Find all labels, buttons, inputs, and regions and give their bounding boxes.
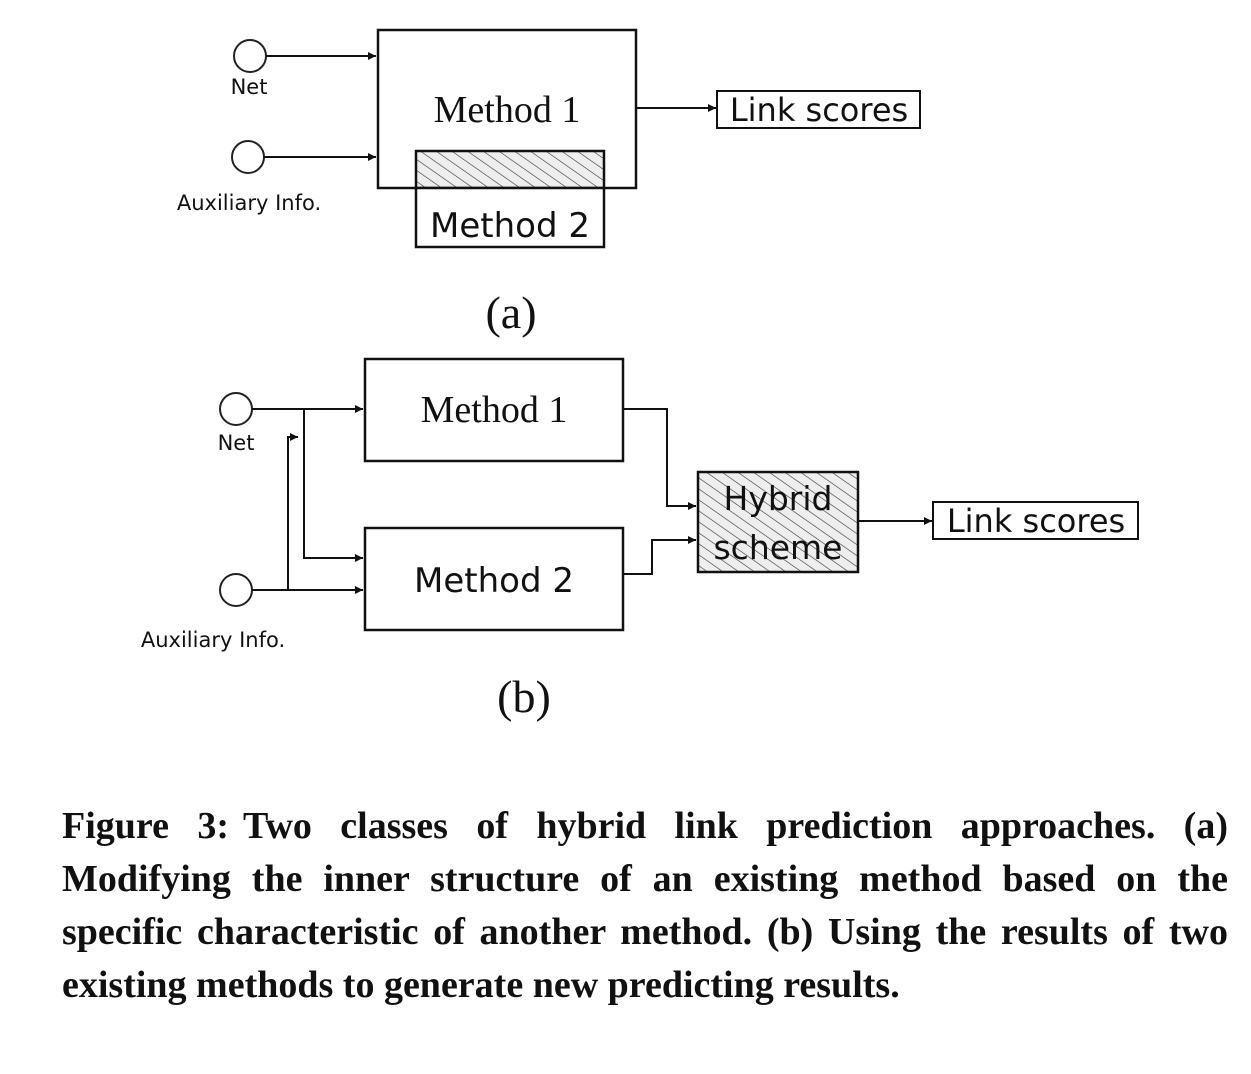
- aux-input-node: [219, 573, 253, 607]
- hybrid-approaches-diagram: Net Auxiliary Info. Method 1 Method 2 Li…: [141, 28, 1139, 722]
- method2-hatched-part: [414, 149, 606, 190]
- link-scores-label: Link scores: [730, 91, 908, 129]
- method1-label: Method 1: [421, 389, 568, 431]
- method2-box: [414, 186, 606, 249]
- net-input-label: Net: [231, 75, 268, 99]
- net-input-node: [233, 39, 267, 73]
- link-scores-box: [716, 90, 921, 129]
- hybrid-scheme-label-line1: Hybrid: [724, 479, 833, 518]
- caption-text: Two classes of hybrid link prediction ap…: [62, 805, 1228, 1006]
- panel-a-label: (a): [485, 287, 536, 338]
- link-scores-label: Link scores: [947, 502, 1125, 540]
- panel-b: Net Auxiliary Info. Method 1 Method 2 Hy…: [141, 357, 1139, 722]
- method-to-hybrid-connectors: [623, 408, 696, 575]
- caption-label: Figure 3:: [62, 805, 229, 847]
- aux-input-label: Auxiliary Info.: [141, 628, 285, 652]
- method1-box: [363, 357, 625, 463]
- net-input-node: [219, 392, 253, 426]
- method2-box: [363, 526, 625, 632]
- panel-a: Net Auxiliary Info. Method 1 Method 2 Li…: [177, 28, 921, 338]
- link-scores-box: [932, 501, 1139, 540]
- method1-label: Method 1: [434, 89, 581, 131]
- figure-caption: Figure 3:Two classes of hybrid link pred…: [62, 800, 1228, 1012]
- input-connectors: [252, 405, 363, 594]
- hybrid-scheme-label-line2: scheme: [713, 528, 842, 567]
- method2-label: Method 2: [430, 206, 590, 246]
- aux-input-node: [231, 140, 265, 174]
- aux-input-label: Auxiliary Info.: [177, 191, 321, 215]
- net-input-label: Net: [218, 431, 255, 455]
- method2-label: Method 2: [414, 561, 574, 601]
- panel-b-label: (b): [497, 671, 551, 722]
